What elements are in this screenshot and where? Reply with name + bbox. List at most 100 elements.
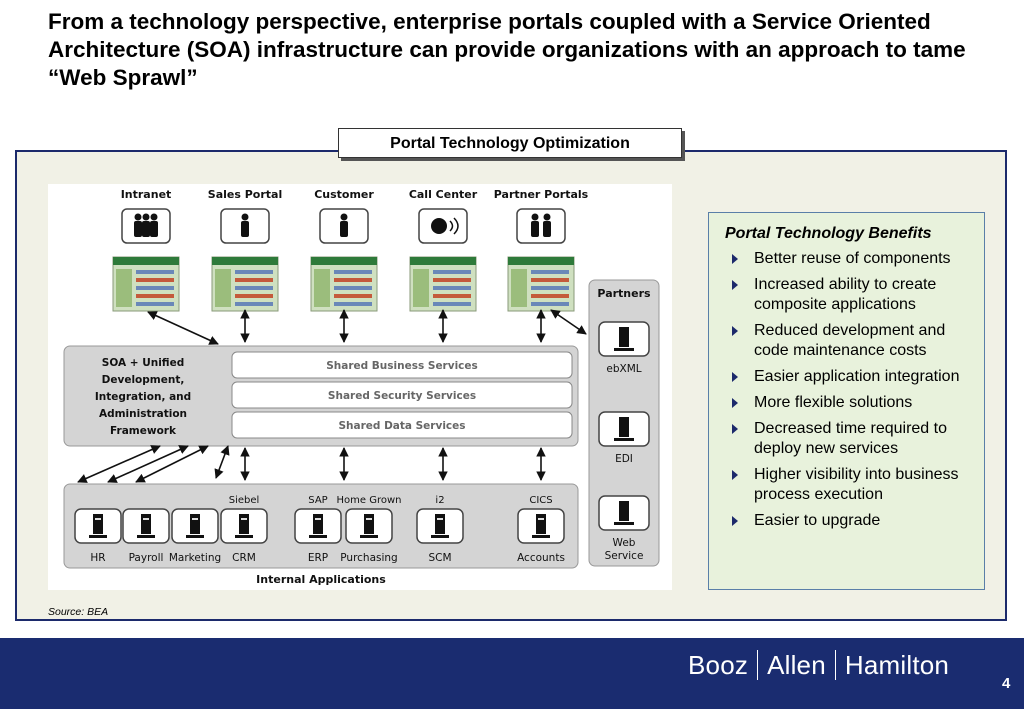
thumbnail-content-line: [235, 270, 273, 274]
thumbnail-content-line: [136, 286, 174, 290]
server-icon: [435, 514, 445, 534]
server-base-icon: [532, 535, 550, 538]
connector-arrow: [135, 445, 209, 483]
bullet-arrow-icon: [732, 470, 738, 480]
benefit-item: Higher visibility into business process …: [725, 465, 974, 505]
thumbnail-content-line: [433, 270, 471, 274]
person-head-icon: [134, 213, 142, 221]
server-slot-icon: [538, 518, 544, 520]
server-icon: [536, 514, 546, 534]
server-icon: [619, 501, 629, 521]
application-label: ERP: [308, 552, 328, 564]
partners-title: Partners: [597, 287, 651, 300]
service-layer-label: Shared Data Services: [338, 420, 465, 432]
slide-headline: From a technology perspective, enterpris…: [48, 9, 966, 90]
thumbnail-content-line: [433, 286, 471, 290]
application-label: Payroll: [129, 552, 164, 564]
bullet-arrow-icon: [732, 326, 738, 336]
connector-arrow: [214, 445, 230, 479]
source-note: Source: BEA: [48, 606, 109, 618]
server-base-icon: [431, 535, 449, 538]
server-slot-icon: [192, 518, 198, 520]
server-base-icon: [614, 522, 634, 525]
thumbnail-content-line: [531, 294, 569, 298]
server-base-icon: [186, 535, 204, 538]
server-icon: [364, 514, 374, 534]
sound-wave-icon: [449, 217, 459, 235]
server-base-icon: [360, 535, 378, 538]
thumbnail-content-line: [235, 294, 273, 298]
framework-label-line: Integration, and: [95, 391, 191, 403]
server-icon: [619, 327, 629, 347]
thumbnail-content-line: [433, 278, 471, 282]
bullet-arrow-icon: [732, 398, 738, 408]
person-head-icon: [531, 213, 539, 221]
service-layer-box: [231, 381, 573, 409]
server-slot-icon: [366, 518, 372, 520]
bullet-arrow-icon: [732, 516, 738, 526]
thumbnail-content-line: [334, 270, 372, 274]
thumbnail-content-line: [136, 270, 174, 274]
bullet-arrow-icon: [732, 424, 738, 434]
person-body-icon: [340, 221, 348, 237]
portal-label: Customer: [314, 188, 374, 201]
section-tab-title: Portal Technology Optimization: [338, 128, 682, 158]
server-slot-icon: [241, 518, 247, 520]
server-icon: [239, 514, 249, 534]
thumbnail-sidebar: [314, 269, 330, 307]
application-label: Purchasing: [340, 552, 397, 564]
portal-label: Call Center: [409, 188, 478, 201]
thumbnail-content-line: [531, 270, 569, 274]
benefits-title: Portal Technology Benefits: [725, 225, 932, 242]
service-layer-box: [231, 411, 573, 439]
server-slot-icon: [437, 518, 443, 520]
benefit-item: Better reuse of components: [725, 249, 974, 269]
service-layer-label: Shared Security Services: [328, 390, 476, 402]
server-base-icon: [309, 535, 327, 538]
application-label: Marketing: [169, 552, 221, 564]
server-icon: [93, 514, 103, 534]
server-slot-icon: [95, 518, 101, 520]
thumbnail-content-line: [235, 286, 273, 290]
benefits-panel: Portal Technology Benefits Better reuse …: [708, 212, 985, 590]
server-icon: [141, 514, 151, 534]
partner-label: ebXML: [606, 363, 641, 375]
thumbnail-header: [212, 257, 278, 265]
benefit-item: More flexible solutions: [725, 393, 974, 413]
thumbnail-content-line: [136, 278, 174, 282]
bullet-arrow-icon: [732, 372, 738, 382]
bullet-arrow-icon: [732, 280, 738, 290]
application-vendor-label: i2: [435, 495, 444, 506]
partner-label: Web: [613, 537, 636, 549]
framework-label-line: Administration: [99, 408, 187, 420]
person-body-icon: [150, 221, 158, 237]
thumbnail-content-line: [136, 302, 174, 306]
thumbnail-content-line: [531, 302, 569, 306]
person-head-icon: [150, 213, 158, 221]
person-head-icon: [340, 213, 348, 221]
thumbnail-content-line: [531, 278, 569, 282]
server-slot-icon: [143, 518, 149, 520]
page-number: 4: [1002, 675, 1011, 692]
server-base-icon: [614, 348, 634, 351]
portal-label: Intranet: [121, 188, 172, 201]
benefit-item: Increased ability to create composite ap…: [725, 275, 974, 315]
thumbnail-content-line: [334, 278, 372, 282]
connector-arrow: [550, 309, 587, 335]
server-icon: [619, 417, 629, 437]
application-vendor-label: CICS: [529, 495, 552, 506]
thumbnail-content-line: [334, 286, 372, 290]
thumbnail-sidebar: [116, 269, 132, 307]
benefit-item: Reduced development and code maintenance…: [725, 321, 974, 361]
application-label: HR: [90, 552, 105, 564]
application-vendor-label: Siebel: [229, 495, 260, 506]
service-layer-label: Shared Business Services: [326, 360, 478, 372]
service-layer-box: [231, 351, 573, 379]
framework-label-line: Framework: [110, 425, 177, 437]
server-slot-icon: [315, 518, 321, 520]
application-vendor-label: SAP: [308, 495, 327, 506]
thumbnail-content-line: [433, 294, 471, 298]
thumbnail-content-line: [235, 278, 273, 282]
